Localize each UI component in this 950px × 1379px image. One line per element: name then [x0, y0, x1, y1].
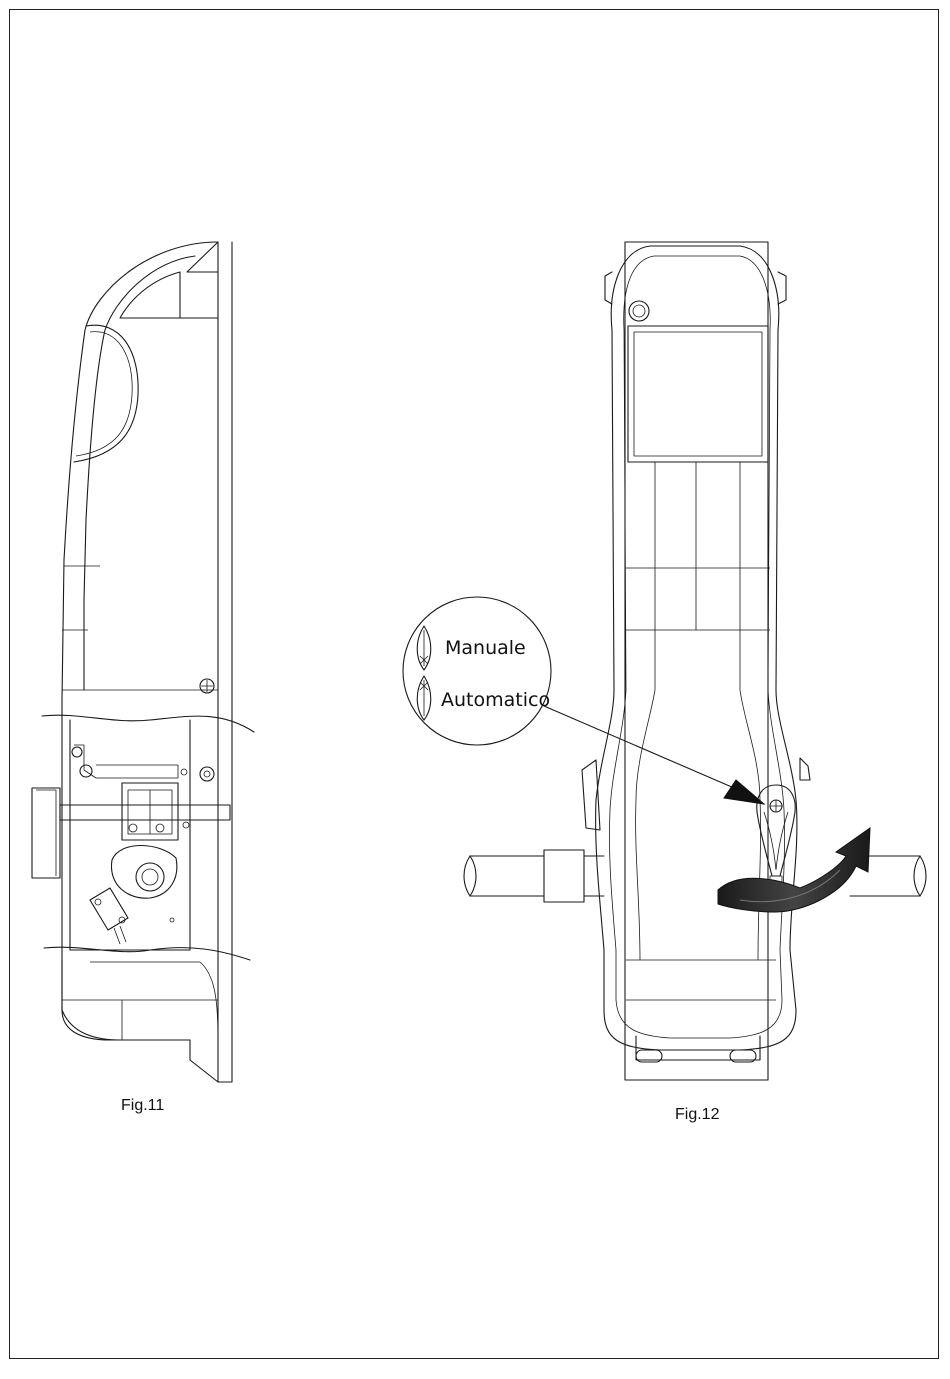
fig11-caption: Fig.11 [121, 1097, 164, 1115]
rotation-arrow-icon [718, 828, 870, 912]
fig11-drawing [32, 242, 254, 1082]
manual-label: Manuale [445, 637, 526, 659]
pointer-arrow-icon [724, 780, 764, 804]
fig12-caption: Fig.12 [675, 1106, 719, 1124]
fig12-drawing: Manuale Automatico [403, 242, 926, 1080]
automatic-lever-icon [417, 676, 431, 720]
release-lever-icon[interactable] [757, 785, 795, 884]
callout-circle [403, 597, 551, 745]
manual-lever-icon [417, 626, 431, 670]
automatic-label: Automatico [441, 689, 550, 711]
